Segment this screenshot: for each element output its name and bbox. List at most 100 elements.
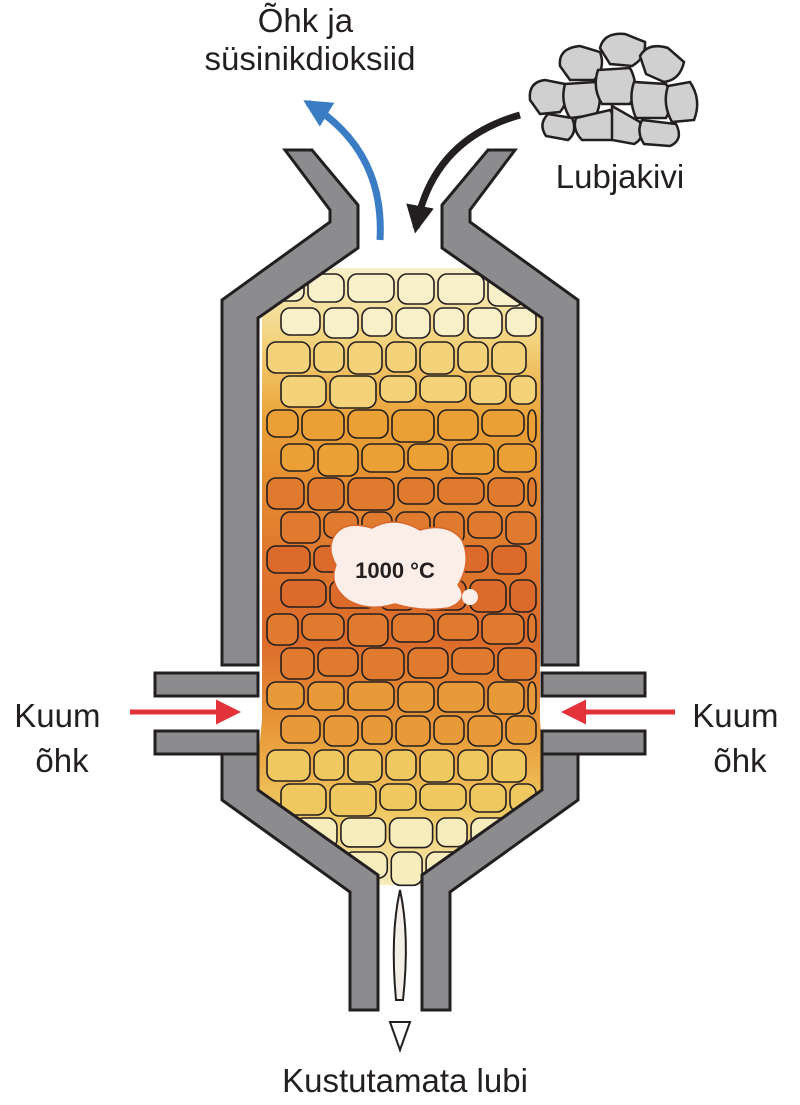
stone-block — [419, 749, 455, 783]
stone-block — [419, 341, 455, 375]
stone-block — [391, 409, 435, 443]
stone-block — [419, 375, 467, 403]
stone-block — [280, 375, 327, 408]
stone-block — [329, 375, 377, 409]
stone-block — [451, 647, 495, 675]
stone-block — [497, 647, 537, 681]
stone-block — [457, 749, 489, 781]
input-arrow-icon — [406, 111, 521, 234]
stone-block — [481, 613, 525, 645]
stone-block — [347, 409, 389, 439]
stone-block — [323, 307, 359, 339]
stone-block — [307, 681, 345, 711]
stone-block — [301, 613, 345, 641]
stone-block — [467, 511, 503, 539]
exhaust-label: Õhk ja süsinikdioksiid — [205, 2, 416, 77]
exhaust-label-line2: süsinikdioksiid — [205, 40, 416, 77]
limestone-pile-icon — [528, 32, 699, 148]
exhaust-arrow-icon — [303, 100, 384, 241]
stone-block — [347, 681, 395, 711]
stone-block — [280, 579, 327, 608]
stone-block — [491, 545, 527, 575]
stone-block — [509, 579, 537, 613]
stone-block — [317, 647, 359, 677]
stone-block — [379, 375, 417, 403]
stone-block — [407, 647, 449, 679]
stone-block — [395, 715, 431, 747]
stone-block — [313, 749, 345, 781]
stone-block — [437, 273, 485, 305]
stone-block — [505, 307, 537, 337]
stone-block — [451, 443, 495, 475]
hot-zone — [330, 521, 467, 611]
stone-block — [361, 443, 405, 473]
temperature-label: 1000 °C — [355, 558, 435, 583]
stone-block — [280, 443, 315, 472]
stone-block — [469, 375, 507, 405]
stone-block — [395, 307, 431, 339]
stone-block — [437, 477, 485, 505]
stone-block — [280, 715, 321, 744]
stone-block — [266, 613, 299, 646]
stone-block — [481, 409, 525, 437]
right-hot-air-line1: Kuum — [692, 697, 778, 734]
stone-block — [301, 409, 345, 441]
stone-block — [391, 613, 435, 643]
quicklime-label: Kustutamata lubi — [282, 1062, 528, 1099]
kiln-wall-left — [153, 148, 380, 1012]
stone-block — [340, 817, 387, 848]
stone-block — [347, 341, 383, 375]
stone-block — [437, 613, 479, 641]
stone-block — [497, 443, 537, 473]
stone-block — [487, 477, 525, 507]
stone-block — [467, 307, 503, 339]
stone-block — [313, 341, 345, 373]
stone-block — [361, 307, 393, 337]
stone-block — [527, 681, 537, 715]
stone-block — [527, 613, 537, 643]
left-hot-air-label: Kuum õhk — [14, 697, 109, 779]
stone-block — [266, 681, 305, 710]
stone-block — [266, 477, 305, 510]
stone-block — [433, 307, 465, 337]
stone-block — [388, 817, 434, 849]
left-hot-air-line2: õhk — [35, 742, 89, 779]
stone-block — [505, 715, 537, 745]
stone-block — [329, 783, 377, 817]
hot-spot — [462, 589, 478, 605]
stone-block — [385, 749, 417, 781]
stone-block — [266, 341, 311, 374]
stone-block — [467, 715, 503, 747]
stone-block — [280, 783, 327, 816]
stone-block — [433, 715, 465, 745]
stone-block — [527, 409, 537, 443]
stone-block — [505, 511, 537, 545]
stone-block — [347, 749, 383, 783]
stone-block — [419, 783, 467, 811]
stone-block — [491, 341, 527, 375]
stone-block — [397, 273, 435, 305]
stone-block — [457, 341, 489, 373]
stone-block — [385, 341, 417, 373]
stone-block — [266, 749, 311, 782]
exhaust-label-line1: Õhk ja — [258, 2, 354, 39]
stone-block — [361, 715, 393, 745]
stone-block — [266, 545, 311, 574]
stone-block — [317, 443, 359, 477]
stone-block — [407, 443, 449, 471]
stone-block — [509, 375, 537, 405]
right-hot-air-line2: õhk — [713, 742, 767, 779]
stone-block — [280, 647, 315, 680]
stone-block — [437, 409, 479, 441]
stone-block — [347, 273, 395, 303]
limestone-label: Lubjakivi — [556, 158, 684, 195]
stone-block — [307, 477, 345, 511]
output-arrow-icon — [392, 889, 407, 1001]
stone-block — [437, 681, 485, 713]
stone-block — [397, 681, 435, 713]
stone-block — [469, 783, 507, 813]
right-hot-air-label: Kuum õhk — [692, 697, 787, 779]
stone-block — [361, 647, 405, 681]
stone-block — [435, 817, 468, 848]
